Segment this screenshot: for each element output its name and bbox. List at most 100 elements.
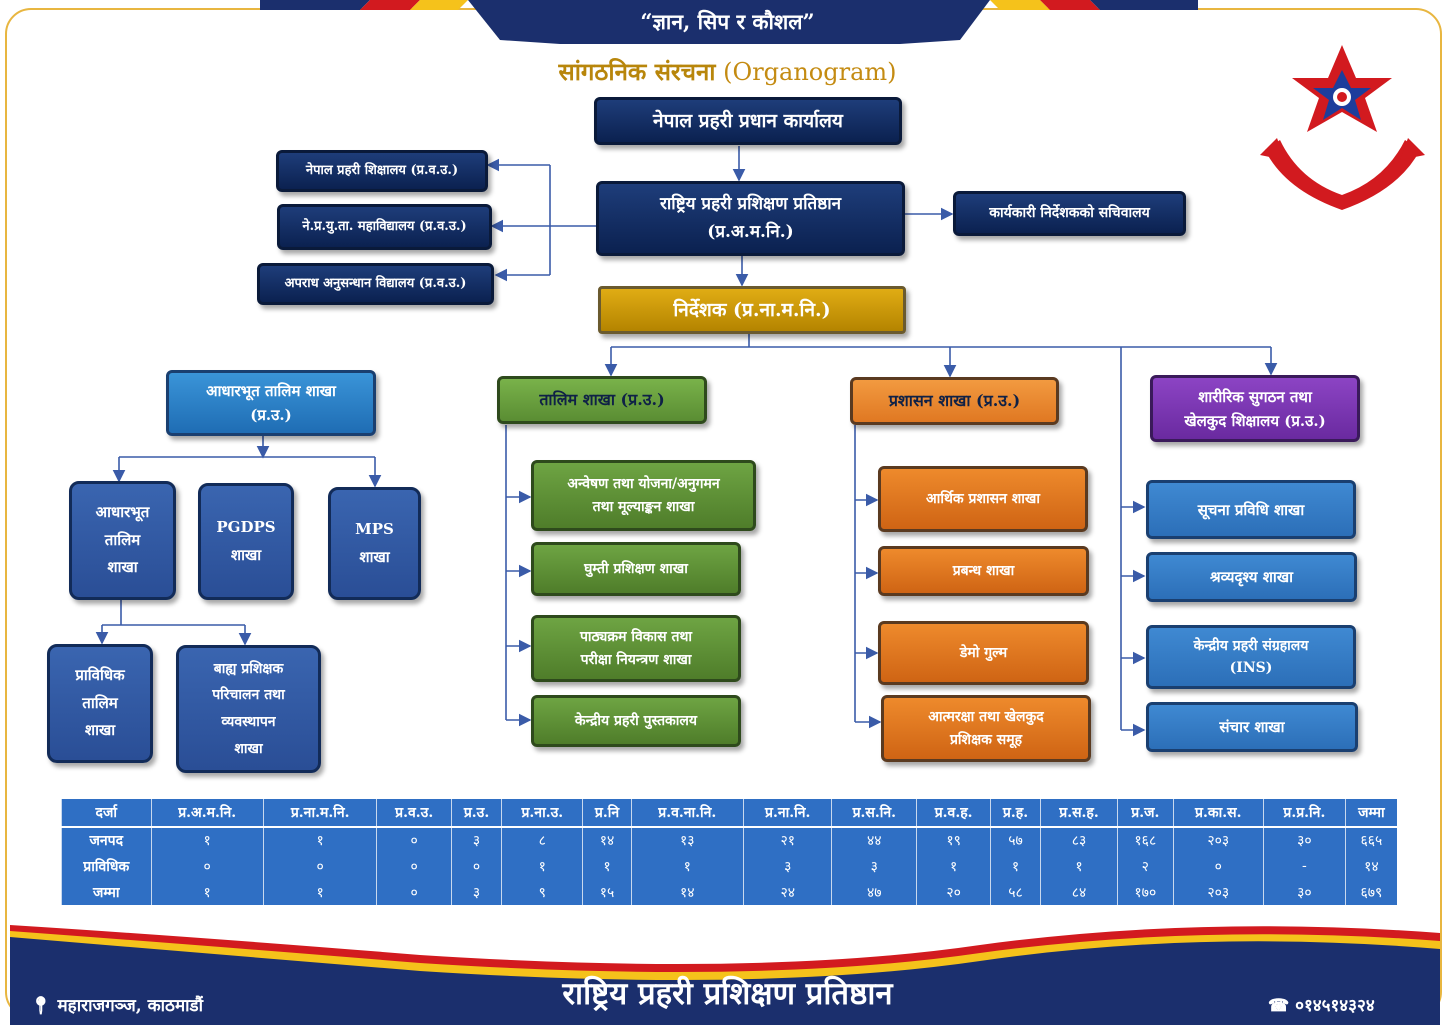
left-unit-1: नेपाल प्रहरी शिक्षालय (प्र.व.उ.) [276, 150, 488, 192]
box-line: संचार शाखा [1219, 718, 1285, 736]
basic-training-label: आधारभूत तालिम शाखा [206, 382, 336, 400]
table-cell: २१ [743, 826, 832, 854]
table-cell: २० [916, 879, 991, 905]
table-header-cell: प्र.ह. [990, 799, 1041, 828]
table-cell: ४७ [831, 879, 917, 905]
right-item-4: संचार शाखा [1146, 702, 1358, 752]
address-text: महाराजगञ्ज, काठमाडौं [57, 996, 204, 1016]
box-line: PGDPS [216, 517, 276, 536]
rank-table: दर्जाप्र.अ.म.नि.प्र.ना.म.नि.प्र.व.उ.प्र.… [61, 799, 1397, 905]
box-line: बाह्य प्रशिक्षक [213, 660, 284, 677]
table-cell: जनपद [61, 826, 152, 854]
training-head-label: तालिम शाखा (प्र.उ.) [539, 390, 665, 410]
table-cell: १४ [582, 826, 632, 854]
box-line: डेमो गुल्म [959, 644, 1008, 661]
box-line: केन्द्रीय प्रहरी संग्रहालय [1193, 637, 1309, 654]
box-line: घुम्ती प्रशिक्षण शाखा [584, 560, 688, 577]
table-header-cell: प्र.व.ना.नि. [630, 799, 744, 828]
table-cell: २४ [743, 879, 832, 905]
admin-item-1: आर्थिक प्रशासन शाखा [878, 466, 1088, 532]
box-line: तथा मूल्याङ्कन शाखा [592, 498, 695, 515]
table-cell: १ [262, 879, 377, 905]
director-box: निर्देशक (प्र.ना.म.नि.) [598, 286, 906, 334]
table-cell: ८३ [1039, 826, 1118, 854]
table-cell: १६८ [1117, 826, 1174, 854]
box-line: परिचालन तथा [212, 687, 285, 704]
right-item-3: केन्द्रीय प्रहरी संग्रहालय (INS) [1146, 625, 1356, 689]
table-cell: १५ [582, 879, 632, 905]
box-line: केन्द्रीय प्रहरी पुस्तकालय [574, 712, 698, 729]
box-line: शाखा [234, 740, 263, 757]
table-cell: ३ [831, 853, 917, 880]
table-cell: २०३ [1172, 879, 1264, 905]
table-header-cell: प्र.ज. [1117, 799, 1174, 828]
box-line: श्रव्यदृश्य शाखा [1210, 568, 1293, 586]
table-cell: १ [1039, 853, 1118, 880]
table-cell: १ [990, 853, 1041, 880]
table-cell: प्राविधिक [61, 853, 152, 880]
training-item-4: केन्द्रीय प्रहरी पुस्तकालय [531, 695, 741, 747]
table-cell: ० [150, 853, 264, 880]
table-cell: ६७९ [1344, 879, 1397, 905]
table-cell: १ [150, 879, 264, 905]
table-cell: १७० [1117, 879, 1174, 905]
box-line: शाखा [230, 545, 262, 564]
box-line: आर्थिक प्रशासन शाखा [926, 490, 1040, 507]
physical-head: शारीरिक सुगठन तथा खेलकुद शिक्षालय (प्र.उ… [1150, 375, 1360, 442]
phone-text: ०१४५१४३२४ [1295, 996, 1375, 1016]
table-cell: १ [916, 853, 991, 880]
table-header-cell: प्र.अ.म.नि. [150, 799, 264, 828]
box-line: प्रबन्ध शाखा [952, 562, 1015, 579]
table-header-cell: प्र.नि [582, 799, 632, 828]
hq-box: नेपाल प्रहरी प्रधान कार्यालय [594, 97, 902, 145]
table-header-cell: प्र.व.ह. [916, 799, 991, 828]
table-cell: १४ [630, 879, 744, 905]
left-unit-label: अपराध अनुसन्धान विद्यालय (प्र.व.उ.) [284, 275, 467, 291]
table-cell: जम्मा [61, 879, 152, 905]
footer-banner [10, 925, 1440, 1025]
training-item-2: घुम्ती प्रशिक्षण शाखा [531, 542, 741, 596]
table-header-cell: प्र.उ. [450, 799, 502, 828]
table-cell: ८ [501, 826, 583, 854]
table-cell: १४ [1344, 853, 1397, 880]
basic-sub-basic: आधारभूत तालिम शाखा [69, 481, 176, 600]
basic-training-code: (प्र.उ.) [250, 406, 292, 424]
admin-head: प्रशासन शाखा (प्र.उ.) [850, 377, 1059, 425]
table-cell: ३० [1262, 879, 1346, 905]
right-item-1: सूचना प्रविधि शाखा [1146, 480, 1356, 539]
table-header-cell: प्र.व.उ. [376, 799, 452, 828]
table-cell: १९ [916, 826, 991, 854]
table-header-row: दर्जाप्र.अ.म.नि.प्र.ना.म.नि.प्र.व.उ.प्र.… [61, 799, 1397, 828]
table-header-cell: प्र.ना.म.नि. [262, 799, 377, 828]
table-header-cell: प्र.प्र.नि. [1262, 799, 1346, 828]
box-line: प्राविधिक [75, 665, 125, 684]
training-item-1: अन्वेषण तथा योजना/अनुगमन तथा मूल्याङ्कन … [531, 460, 756, 531]
footer-phone: ☎ ०१४५१४३२४ [1268, 993, 1375, 1016]
training-head: तालिम शाखा (प्र.उ.) [497, 376, 707, 424]
table-cell: ५७ [990, 826, 1041, 854]
table-cell: ३ [450, 879, 502, 905]
table-cell: ३ [743, 853, 832, 880]
basic-training-head: आधारभूत तालिम शाखा (प्र.उ.) [166, 370, 376, 436]
left-unit-2: ने.प्र.यु.ता. महाविद्यालय (प्र.व.उ.) [277, 204, 492, 250]
box-line: सूचना प्रविधि शाखा [1197, 500, 1305, 519]
footer-title: राष्ट्रिय प्रहरी प्रशिक्षण प्रतिष्ठान [562, 976, 893, 1012]
motto-text: “ज्ञान, सिप र कौशल” [640, 9, 815, 34]
table-cell: - [1262, 853, 1346, 880]
title-english: (Organogram) [723, 58, 897, 86]
table-header-cell: दर्जा [61, 799, 152, 828]
director-label: निर्देशक (प्र.ना.म.नि.) [673, 298, 831, 321]
basic-sub-pgdps: PGDPS शाखा [198, 483, 294, 600]
box-line: पाठ्यक्रम विकास तथा [579, 629, 693, 646]
table-header-cell: प्र.ना.नि. [743, 799, 832, 828]
table-cell: ० [450, 853, 502, 880]
table-header-cell: जम्मा [1344, 799, 1397, 828]
table-cell: २ [1117, 853, 1174, 880]
table-header-cell: प्र.स.ह. [1039, 799, 1118, 828]
table-cell: ० [1172, 853, 1264, 880]
table-cell: ९ [501, 879, 583, 905]
table-cell: ६६५ [1344, 826, 1397, 854]
table-header-cell: प्र.ना.उ. [501, 799, 583, 828]
